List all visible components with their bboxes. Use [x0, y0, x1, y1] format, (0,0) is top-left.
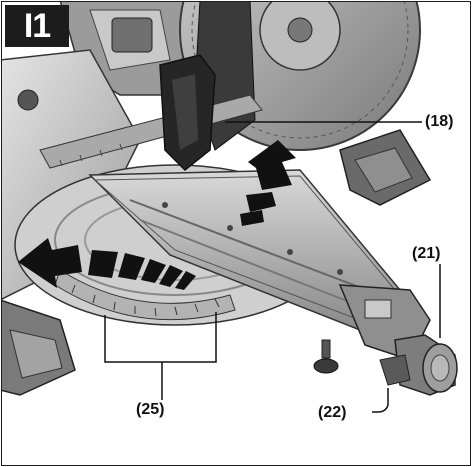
callout-22-leader [372, 388, 389, 413]
left-foot-pad [9, 329, 63, 379]
fence-scale [59, 143, 123, 167]
foot-screw-knob[interactable] [313, 358, 339, 374]
blade-teeth [191, 1, 409, 139]
miter-scale [54, 269, 236, 321]
figure-label: I1 [5, 5, 69, 47]
left-knob [17, 89, 39, 111]
arm-screws [162, 202, 343, 275]
callout-18-label: (18) [425, 113, 454, 130]
rotation-arrow-up [240, 140, 296, 226]
blade-bolt [287, 17, 313, 43]
miter-scale-ticks [71, 284, 220, 317]
rotation-arrow-left [18, 238, 196, 290]
callout-22-label: (22) [318, 404, 347, 421]
right-foot-pad [354, 147, 413, 193]
callout-25-label: (25) [136, 401, 165, 418]
end-block-slot [364, 299, 392, 319]
extension-slot [139, 219, 371, 311]
foot-screw[interactable] [321, 339, 331, 359]
callout-25-bracket [104, 312, 217, 363]
lock-lever[interactable] [379, 354, 411, 386]
extension-slot [129, 199, 381, 296]
clamp-arm-face [172, 74, 198, 150]
motor-vent [111, 17, 153, 53]
callout-21-label: (21) [412, 245, 441, 262]
